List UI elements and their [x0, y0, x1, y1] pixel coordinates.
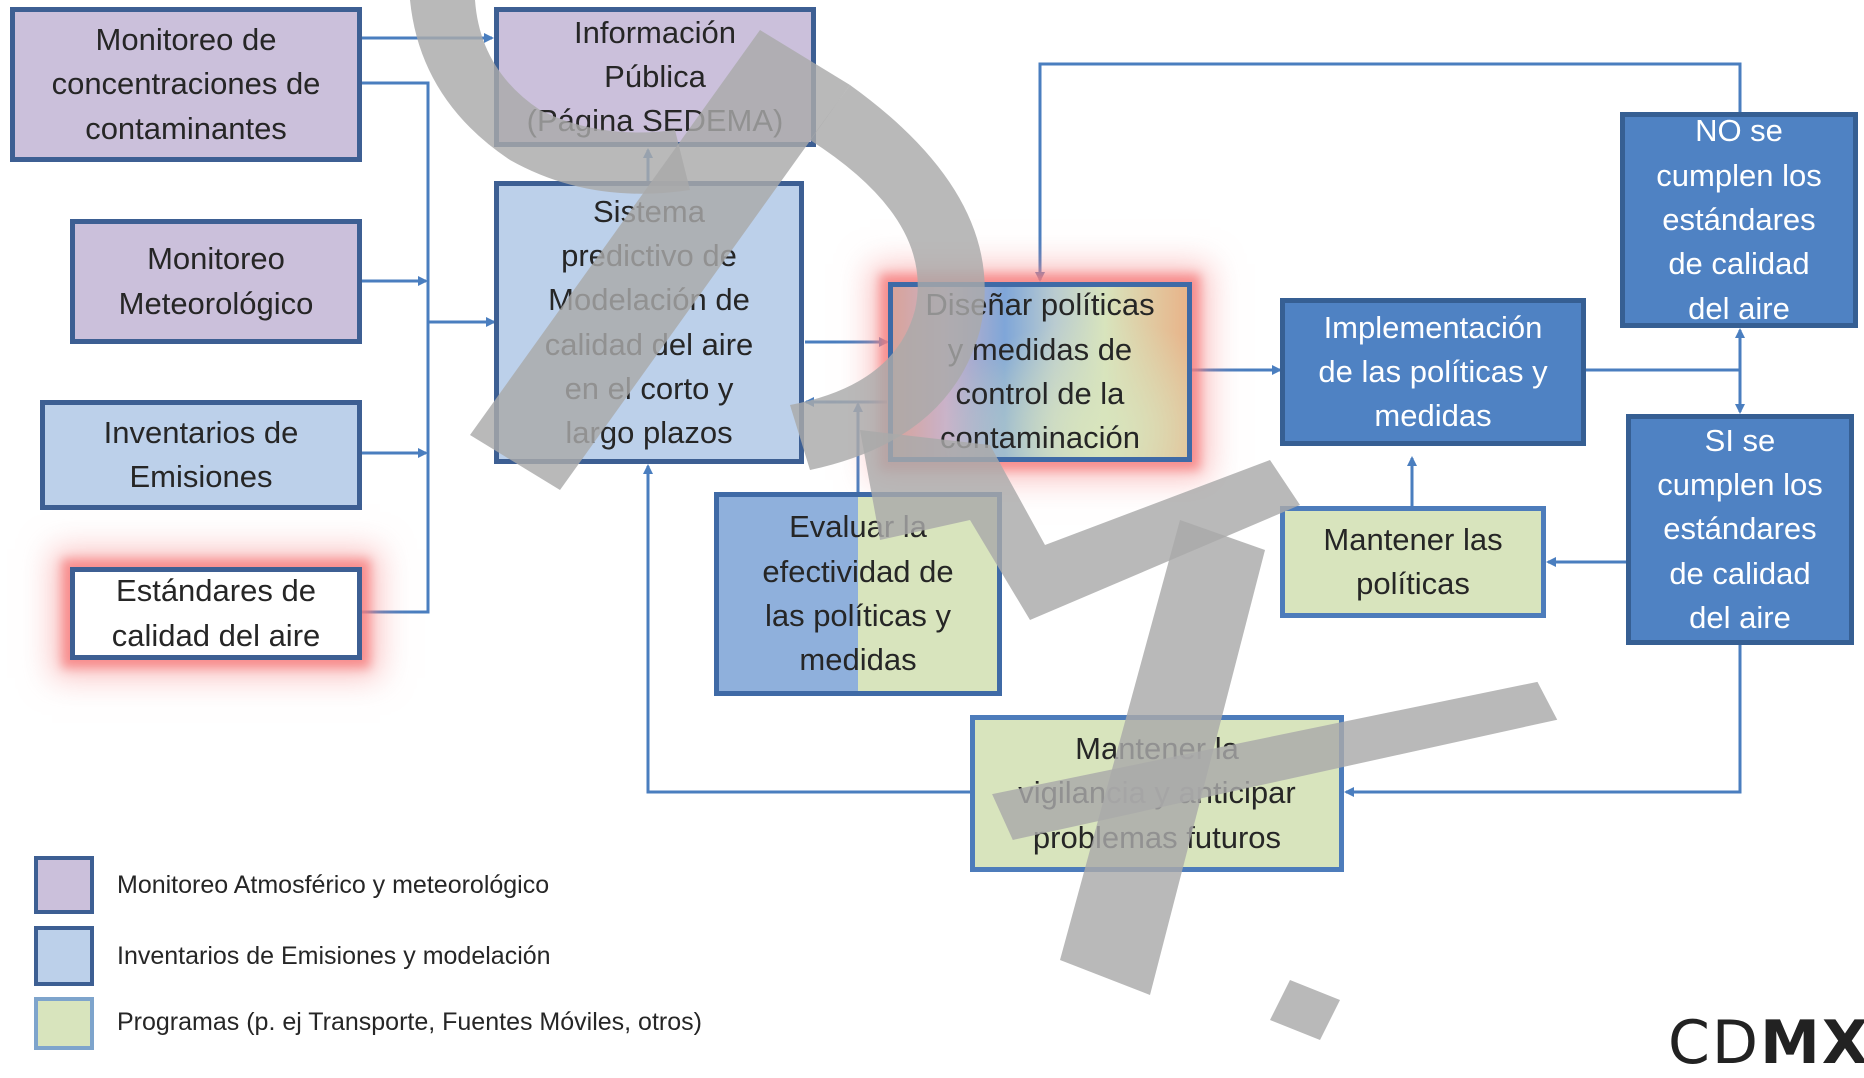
loop-no-to-disenar [1035, 62, 1742, 282]
loop-vigilancia-to-sistema [643, 464, 970, 794]
legend-item-programas: Programas (p. ej Transporte, Fuentes Móv… [117, 1008, 702, 1036]
box-label: Estándares de calidad del aire [111, 573, 321, 653]
box-evaluar-efectividad: Evaluar la efectividad de las políticas … [714, 492, 1002, 696]
box-label: Diseñar políticas y medidas de control d… [925, 287, 1155, 456]
box-label: Sistema predictivo de Modelación de cali… [544, 193, 754, 451]
box-no-se-cumplen: NO se cumplen los estándares de calidad … [1620, 112, 1858, 328]
box-label: Información Pública (Página SEDEMA) [526, 14, 784, 139]
box-implementacion: Implementación de las políticas y medida… [1280, 298, 1586, 446]
box-si-se-cumplen: SI se cumplen los estándares de calidad … [1626, 414, 1854, 645]
box-label: Monitoreo de concentraciones de contamin… [51, 22, 321, 146]
box-monitoreo-concentraciones: Monitoreo de concentraciones de contamin… [10, 7, 362, 162]
box-label: NO se cumplen los estándares de calidad … [1656, 113, 1822, 326]
logo-bold: MX [1760, 1008, 1864, 1078]
legend-swatch-lilac [34, 856, 94, 914]
box-inventarios-emisiones: Inventarios de Emisiones [40, 400, 362, 510]
legend-swatch-lightblue [34, 926, 94, 986]
logo-light: CD [1668, 1008, 1761, 1078]
box-label: SI se cumplen los estándares de calidad … [1657, 422, 1823, 635]
box-label: Evaluar la efectividad de las políticas … [762, 509, 954, 678]
left-bus-line [360, 81, 430, 614]
cdmx-logo: CDMX [1668, 1008, 1864, 1078]
flow-diagram: Monitoreo de concentraciones de contamin… [10, 0, 1864, 1078]
box-sistema-predictivo: Sistema predictivo de Modelación de cali… [494, 181, 804, 464]
box-disenar-politicas: Diseñar políticas y medidas de control d… [888, 282, 1192, 462]
box-label: Monitoreo Meteorológico [118, 241, 314, 321]
legend-item-inventarios: Inventarios de Emisiones y modelación [117, 942, 551, 970]
box-label: Mantener las políticas [1323, 521, 1503, 601]
box-mantener-vigilancia: Mantener la vigilancia y anticipar probl… [970, 715, 1344, 872]
box-label: Mantener la vigilancia y anticipar probl… [1018, 731, 1296, 855]
box-estandares-calidad: Estándares de calidad del aire [70, 567, 362, 660]
box-informacion-publica: Información Pública (Página SEDEMA) [494, 7, 816, 147]
loop-si-to-vigilancia [1344, 645, 1742, 797]
box-label: Implementación de las políticas y medida… [1318, 309, 1548, 434]
box-mantener-politicas: Mantener las políticas [1280, 506, 1546, 618]
legend-item-monitoreo: Monitoreo Atmosférico y meteorológico [117, 871, 550, 899]
box-monitoreo-meteorologico: Monitoreo Meteorológico [70, 219, 362, 344]
legend-swatch-green [34, 997, 94, 1050]
box-label: Inventarios de Emisiones [103, 414, 299, 494]
